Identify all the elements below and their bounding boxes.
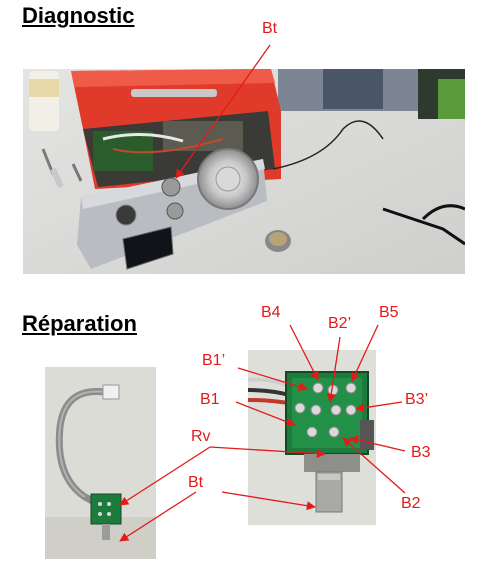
callout-bt-bottom: Bt (188, 474, 204, 491)
callout-b1-prime: B1’ (202, 352, 226, 369)
reparation-heading: Réparation (22, 311, 137, 336)
potentiometer-zoom-photo (248, 350, 376, 525)
radio-diagnostic-photo (23, 69, 465, 274)
callout-b1: B1 (200, 391, 220, 408)
potentiometer-photo (45, 367, 156, 559)
callout-b5: B5 (379, 304, 399, 321)
callout-b3: B3 (411, 444, 431, 461)
callout-b2: B2 (401, 495, 421, 512)
callout-b2-prime: B2’ (328, 315, 352, 332)
diagnostic-heading: Diagnostic (22, 3, 135, 28)
callout-b3-prime: B3’ (405, 391, 429, 408)
callout-rv: Rv (191, 428, 211, 445)
callout-b4: B4 (261, 304, 281, 321)
callout-bt-top: Bt (262, 20, 278, 37)
